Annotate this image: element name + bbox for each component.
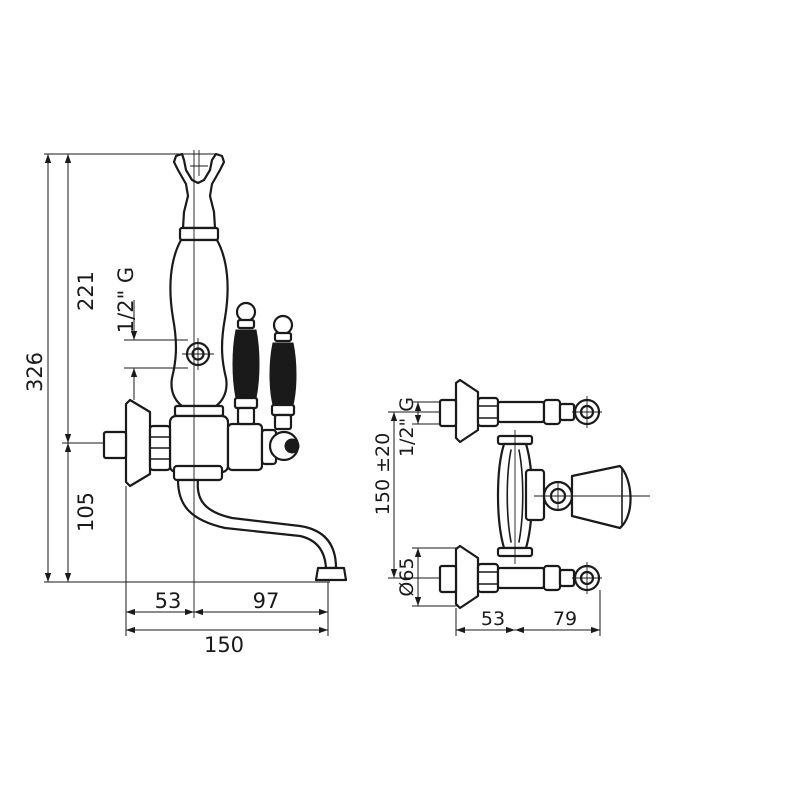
dim-spout-offset-a-label: 53 xyxy=(155,589,182,613)
dim-front-offset-b-label: 79 xyxy=(553,608,577,630)
mixer-body xyxy=(168,414,230,482)
dim-thread-front: 1/2" G xyxy=(396,397,422,457)
dim-overall-width: 150 xyxy=(126,626,328,657)
side-centerlines xyxy=(182,150,214,618)
dim-diameter-label: Ø65 xyxy=(396,557,418,596)
valve-block xyxy=(226,422,300,472)
tap-handle-right xyxy=(269,314,297,431)
tap-handle-left xyxy=(232,301,260,426)
dim-diameter: Ø65 xyxy=(396,548,422,606)
dim-thread-side: 1/2" G xyxy=(114,267,138,400)
dim-overall-width-label: 150 xyxy=(204,633,244,657)
dim-spacing: 150 ±20 xyxy=(372,412,398,578)
front-lower-connection xyxy=(438,544,601,610)
shower-hook xyxy=(172,150,226,230)
dim-total-height-label: 326 xyxy=(23,352,47,392)
front-upper-connection xyxy=(438,378,601,444)
dim-total-height: 326 xyxy=(23,154,52,582)
side-view: 326 221 105 1/2" G 53 97 150 xyxy=(23,150,348,657)
dim-spacing-label: 150 ±20 xyxy=(372,433,394,515)
dim-thread-front-label: 1/2" G xyxy=(396,397,418,457)
dim-upper-height-label: 221 xyxy=(74,271,98,311)
dim-spout-offset-b-label: 97 xyxy=(253,589,280,613)
spout xyxy=(176,478,348,582)
dim-thread-side-label: 1/2" G xyxy=(114,267,138,333)
dim-lower-height-label: 105 xyxy=(74,492,98,532)
dim-upper-height: 221 xyxy=(64,154,98,443)
front-centerlines xyxy=(514,396,650,594)
dim-spout-offsets: 53 97 xyxy=(126,589,328,616)
baluster-column xyxy=(169,226,229,418)
dim-front-offsets: 53 79 xyxy=(456,608,600,634)
front-view: 1/2" G 150 ±20 Ø65 53 79 xyxy=(372,378,650,636)
dim-front-offset-a-label: 53 xyxy=(481,608,505,630)
front-extension-lines xyxy=(388,401,601,636)
wall-connection xyxy=(102,398,172,488)
dim-lower-height: 105 xyxy=(64,443,98,582)
